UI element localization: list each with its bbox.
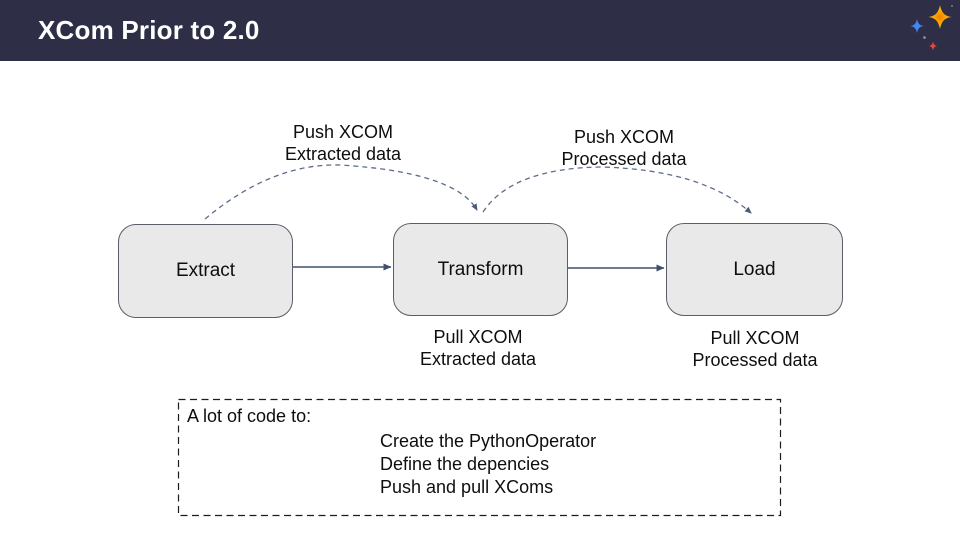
push-xcom-extracted-line2: Extracted data xyxy=(284,144,402,164)
code-note-intro: A lot of code to: xyxy=(187,406,312,426)
code-note-items: Create the PythonOperator Define the dep… xyxy=(380,430,596,499)
node-transform-label: Transform xyxy=(437,258,524,280)
push-xcom-extracted-line1: Push XCOM xyxy=(292,122,394,142)
pull-xcom-processed-line1: Pull XCOM xyxy=(710,328,800,348)
pull-xcom-processed-label: Pull XCOM Processed data xyxy=(692,327,817,371)
code-note-item: Define the depencies xyxy=(380,454,550,474)
large-sparkle-icon xyxy=(928,5,952,29)
dashed-arc-push-processed xyxy=(482,166,752,214)
slide-header: XCom Prior to 2.0 xyxy=(0,0,960,61)
red-sparkle-icon xyxy=(928,41,938,51)
sparkle-dot-icon xyxy=(923,36,926,39)
blue-sparkle-icon xyxy=(910,19,924,33)
sparkle-dot-icon xyxy=(951,5,953,7)
node-load-label: Load xyxy=(733,258,776,280)
sparkles-logo-icon xyxy=(910,5,953,51)
node-extract: Extract xyxy=(118,224,293,318)
dashed-arc-push-extracted xyxy=(204,164,478,220)
pull-xcom-extracted-line1: Pull XCOM xyxy=(433,327,523,347)
push-xcom-processed-line2: Processed data xyxy=(561,149,687,169)
push-xcom-processed-line1: Push XCOM xyxy=(573,127,675,147)
code-note-item: Push and pull XComs xyxy=(380,477,554,497)
pull-xcom-processed-line2: Processed data xyxy=(692,350,818,370)
push-xcom-extracted-label: Push XCOM Extracted data xyxy=(285,121,401,165)
pull-xcom-extracted-label: Pull XCOM Extracted data xyxy=(420,326,536,370)
node-extract-label: Extract xyxy=(175,260,236,281)
push-xcom-processed-label: Push XCOM Processed data xyxy=(561,126,686,170)
pull-xcom-extracted-line2: Extracted data xyxy=(419,349,537,369)
code-note-item: Create the PythonOperator xyxy=(380,431,597,451)
node-load: Load xyxy=(666,223,843,316)
slide-title: XCom Prior to 2.0 xyxy=(38,15,260,45)
node-transform: Transform xyxy=(393,223,568,316)
